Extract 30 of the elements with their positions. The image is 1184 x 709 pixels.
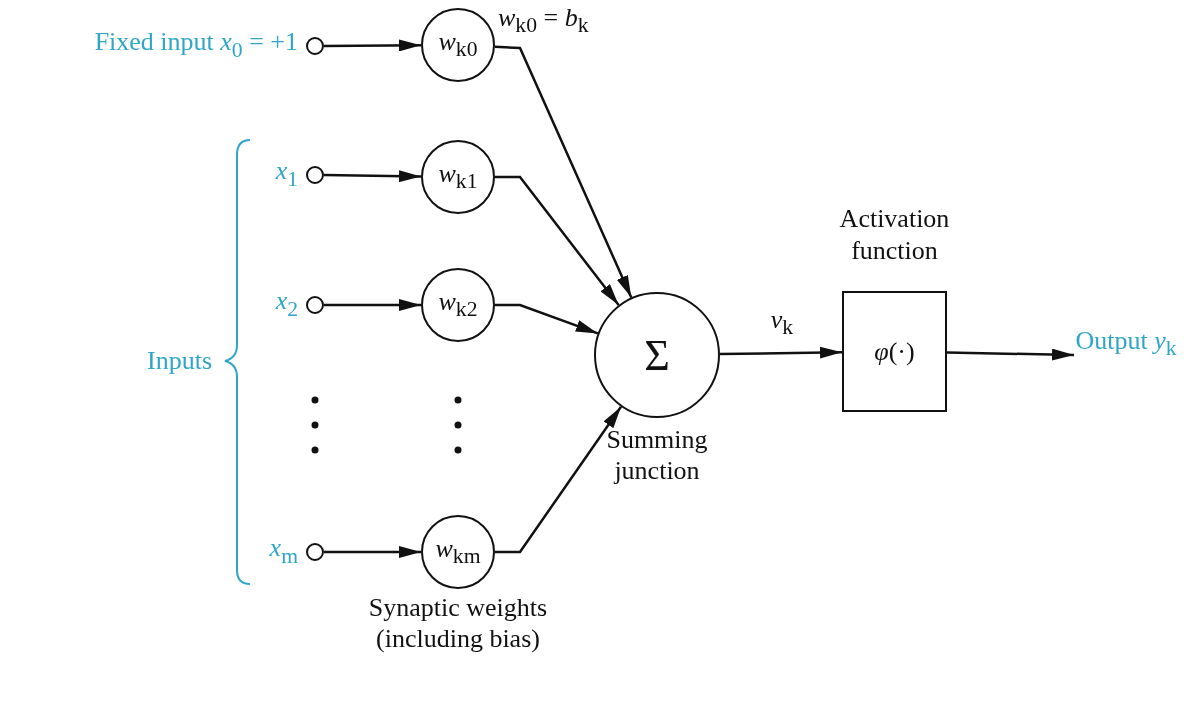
arrow <box>324 299 421 311</box>
input-label: Fixed input x$_{0}$ = +1 <box>94 26 298 64</box>
output-label: Output y$_{k}$ <box>1074 326 1178 364</box>
input-terminal <box>306 543 324 561</box>
activation-function-label: Activation function <box>838 203 951 267</box>
input-label: x$_{m}$ <box>269 532 298 570</box>
caption-text: Synaptic weights (including bias) <box>368 592 548 654</box>
input-terminal <box>306 296 324 314</box>
arrow <box>324 546 421 558</box>
inputs-label: Inputs <box>147 344 212 376</box>
caption-text: w$_{k0}$ = b$_{k}$ <box>498 2 589 40</box>
weight-circle: w$_{km}$ <box>421 515 495 589</box>
arrow <box>324 39 421 52</box>
input-terminal <box>306 37 324 55</box>
input-label: x$_{2}$ <box>275 285 298 323</box>
caption-text: Summing junction <box>605 424 709 486</box>
weight-circle: w$_{k2}$ <box>421 268 495 342</box>
arrow <box>495 175 620 306</box>
input-label: x$_{1}$ <box>275 155 298 193</box>
weight-circle: w$_{k0}$ <box>421 8 495 82</box>
arrow <box>720 346 842 359</box>
arrow <box>495 303 599 335</box>
activation-function-box: φ(·) <box>842 291 947 412</box>
arrow <box>495 406 623 554</box>
summing-junction-circle: Σ <box>594 292 720 418</box>
arrow <box>324 170 421 183</box>
arrow <box>494 45 633 298</box>
arrow <box>946 348 1075 361</box>
input-terminal <box>306 166 324 184</box>
weight-circle: w$_{k1}$ <box>421 140 495 214</box>
